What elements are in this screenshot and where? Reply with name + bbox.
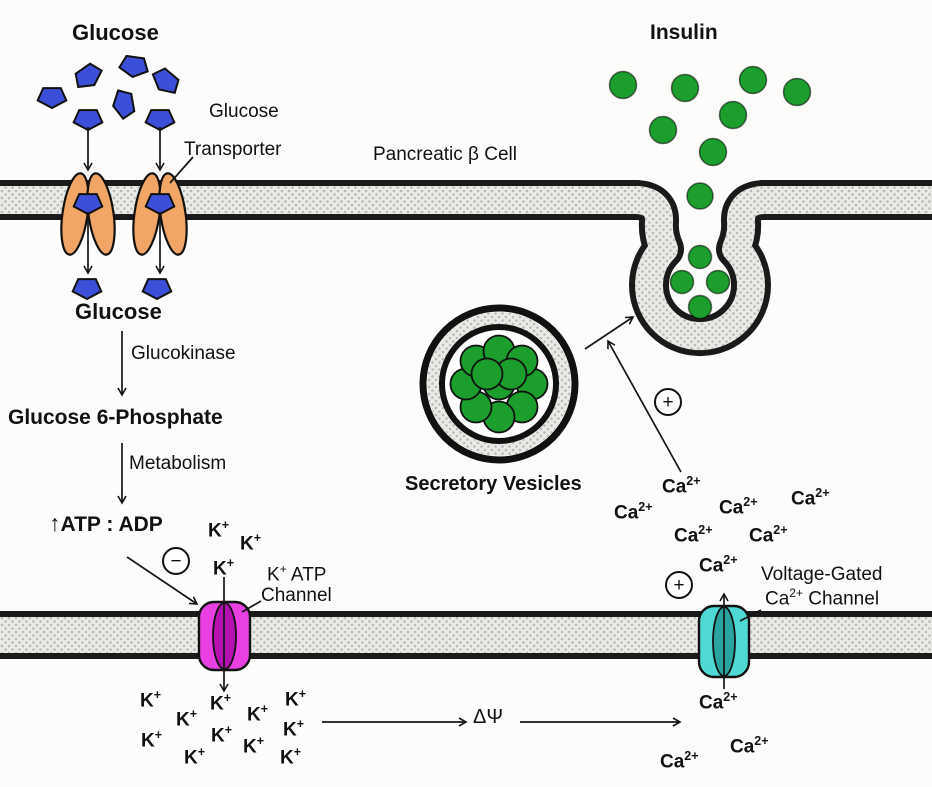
voltage-gated-label-line1: Voltage-Gated [761,564,883,585]
metabolism-label: Metabolism [129,453,227,474]
insulin-granule-icon [449,334,549,434]
glucose-transporter-label-line2: Transporter [184,139,282,160]
ca-channel-label-pointer [739,609,762,622]
glucose-label-inside: Glucose [75,299,162,324]
flow-arrows [83,127,762,727]
glucose-transporter-icon [60,172,116,256]
glucose-transporter-icon [132,172,188,256]
glucose-pentagon-icons [36,54,180,301]
insulin-title: Insulin [650,21,718,44]
vesicle-to-membrane-arrow [584,316,635,350]
glucose-transporter-label-line1: Glucose [209,101,279,122]
atp-inhibits-channel-arrow [126,556,199,605]
voltage-gated-label-line2: Ca2+ Channel [765,586,880,610]
katp-channel-label-line1: K+ ATP [267,562,327,586]
glucose-6-phosphate-label: Glucose 6-Phosphate [8,406,223,429]
katp-channel-label-line2: Channel [261,585,332,606]
cell-membrane-bottom [0,611,932,659]
glucose-title-top: Glucose [72,20,159,45]
insulin-granule-icons [608,65,812,320]
ca-triggers-fusion-arrow [607,339,682,473]
cell-membrane-top [0,180,932,357]
delta-psi-label: ΔΨ [473,706,504,728]
glucokinase-label: Glucokinase [131,343,236,364]
pancreatic-beta-cell-label: Pancreatic β Cell [373,144,517,165]
up-arrow-icon: ↑ [49,510,61,536]
secretory-vesicles-label: Secretory Vesicles [405,473,582,495]
transporter-label-pointer [169,156,194,184]
atp-adp-ratio-label: ↑ATP : ADP [49,510,163,536]
katp-label-pointer [241,600,262,613]
secretory-vesicle-icon [419,304,579,464]
